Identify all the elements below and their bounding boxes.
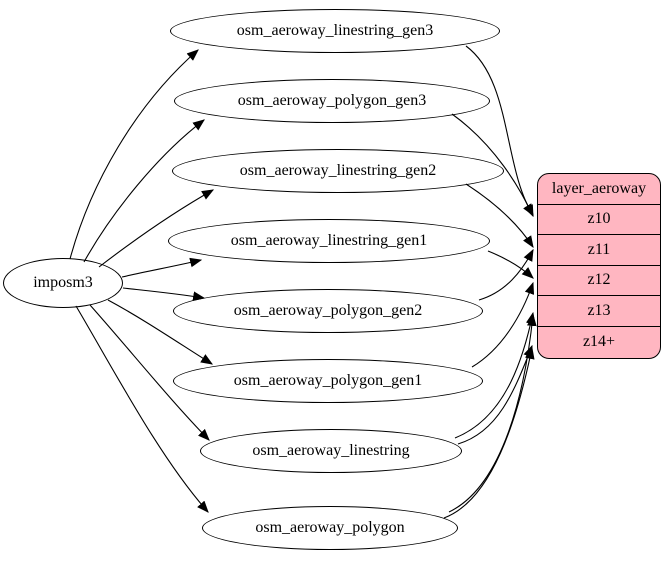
node-osm-aeroway-linestring-gen3: osm_aeroway_linestring_gen3 — [170, 9, 500, 53]
node-layer-aeroway: layer_aeroway z10 z11 z12 z13 z14+ — [537, 173, 661, 359]
node-osm-aeroway-polygon-gen3: osm_aeroway_polygon_gen3 — [174, 79, 490, 123]
edge-linestring-z14plus — [457, 344, 533, 445]
node-label: osm_aeroway_polygon_gen3 — [237, 92, 427, 109]
node-osm-aeroway-polygon-gen2: osm_aeroway_polygon_gen2 — [173, 289, 483, 333]
layer-row-z12: z12 — [538, 266, 660, 296]
edge-linestring-gen1-z12 — [487, 250, 534, 279]
node-label: osm_aeroway_polygon_gen2 — [233, 302, 423, 319]
edge-polygon-gen2-z11 — [478, 248, 534, 301]
node-label: osm_aeroway_linestring_gen2 — [239, 162, 437, 179]
node-osm-aeroway-polygon: osm_aeroway_polygon — [202, 506, 458, 550]
node-label: osm_aeroway_linestring_gen3 — [236, 22, 434, 39]
layer-aeroway-title: layer_aeroway — [538, 174, 660, 205]
node-osm-aeroway-linestring-gen2: osm_aeroway_linestring_gen2 — [172, 149, 504, 193]
layer-row-z14plus: z14+ — [582, 332, 616, 350]
node-label: osm_aeroway_polygon_gen1 — [233, 372, 423, 389]
edge-imposm3-polygon — [75, 305, 209, 513]
edge-imposm3-linestring-gen3 — [69, 49, 199, 260]
edge-imposm3-polygon-gen2 — [122, 287, 206, 301]
node-osm-aeroway-linestring: osm_aeroway_linestring — [200, 429, 462, 473]
node-osm-aeroway-polygon-gen1: osm_aeroway_polygon_gen1 — [173, 359, 483, 403]
layer-row-z13: z13 — [538, 296, 660, 327]
edge-linestring-gen3-z10 — [465, 45, 534, 217]
node-label: osm_aeroway_polygon — [255, 519, 405, 536]
layer-row-z10: z10 — [538, 205, 660, 235]
node-osm-aeroway-linestring-gen1: osm_aeroway_linestring_gen1 — [168, 219, 490, 263]
node-imposm3: imposm3 — [3, 258, 123, 308]
node-label: osm_aeroway_linestring_gen1 — [230, 232, 428, 249]
edge-polygon-gen1-z12 — [471, 281, 535, 368]
edge-imposm3-linestring-gen1 — [121, 257, 203, 278]
node-imposm3-label: imposm3 — [33, 274, 93, 291]
edge-polygon-z13 — [448, 313, 537, 513]
layer-row-z11: z11 — [538, 235, 660, 266]
node-label: osm_aeroway_linestring — [252, 442, 410, 459]
